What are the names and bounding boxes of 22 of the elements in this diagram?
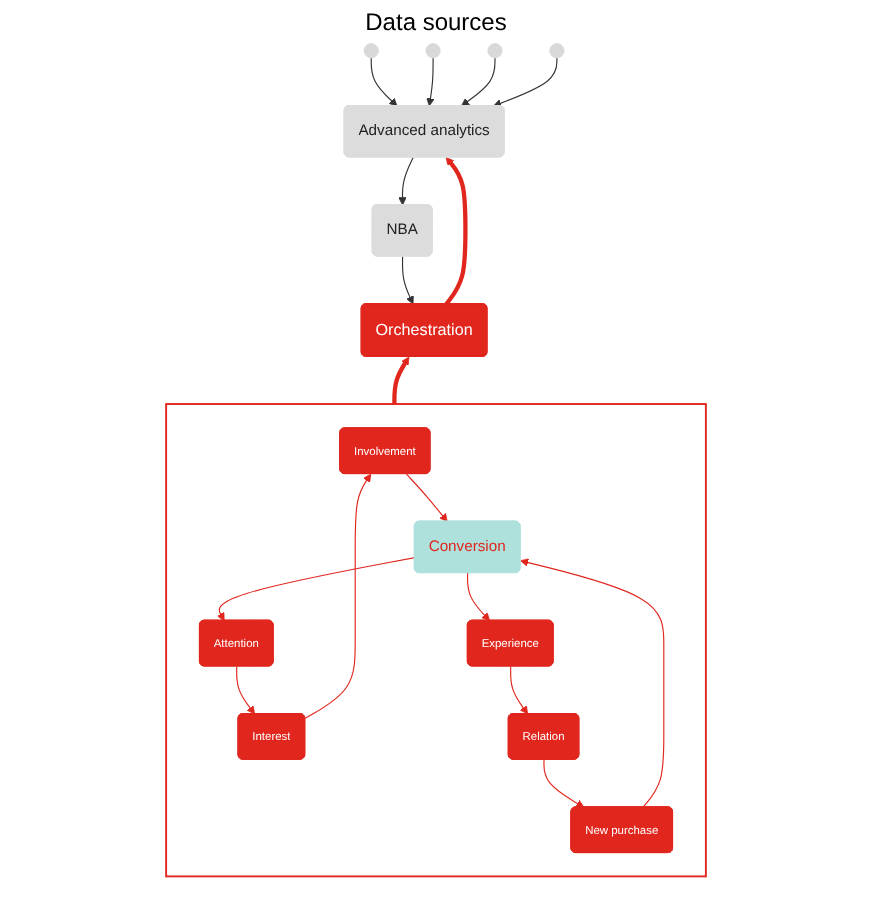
arrow (401, 255, 414, 305)
arrow (493, 57, 558, 108)
arrow (466, 572, 490, 622)
arrow (543, 759, 585, 808)
arrow (236, 665, 256, 715)
arrow (426, 57, 435, 107)
arrow (392, 356, 410, 405)
arrow (405, 473, 448, 523)
title: Data sources (365, 8, 507, 36)
cluster (165, 403, 707, 878)
node-circle (425, 43, 441, 59)
arrow (444, 157, 468, 306)
arrow (304, 473, 372, 719)
arrow (398, 156, 414, 206)
arrow (520, 558, 665, 808)
arrow (370, 57, 398, 107)
arrow (461, 57, 496, 107)
node-circle (549, 43, 565, 59)
arrow (510, 665, 529, 715)
node-circle (487, 43, 503, 59)
node-circle (363, 43, 379, 59)
arrow (216, 557, 416, 622)
